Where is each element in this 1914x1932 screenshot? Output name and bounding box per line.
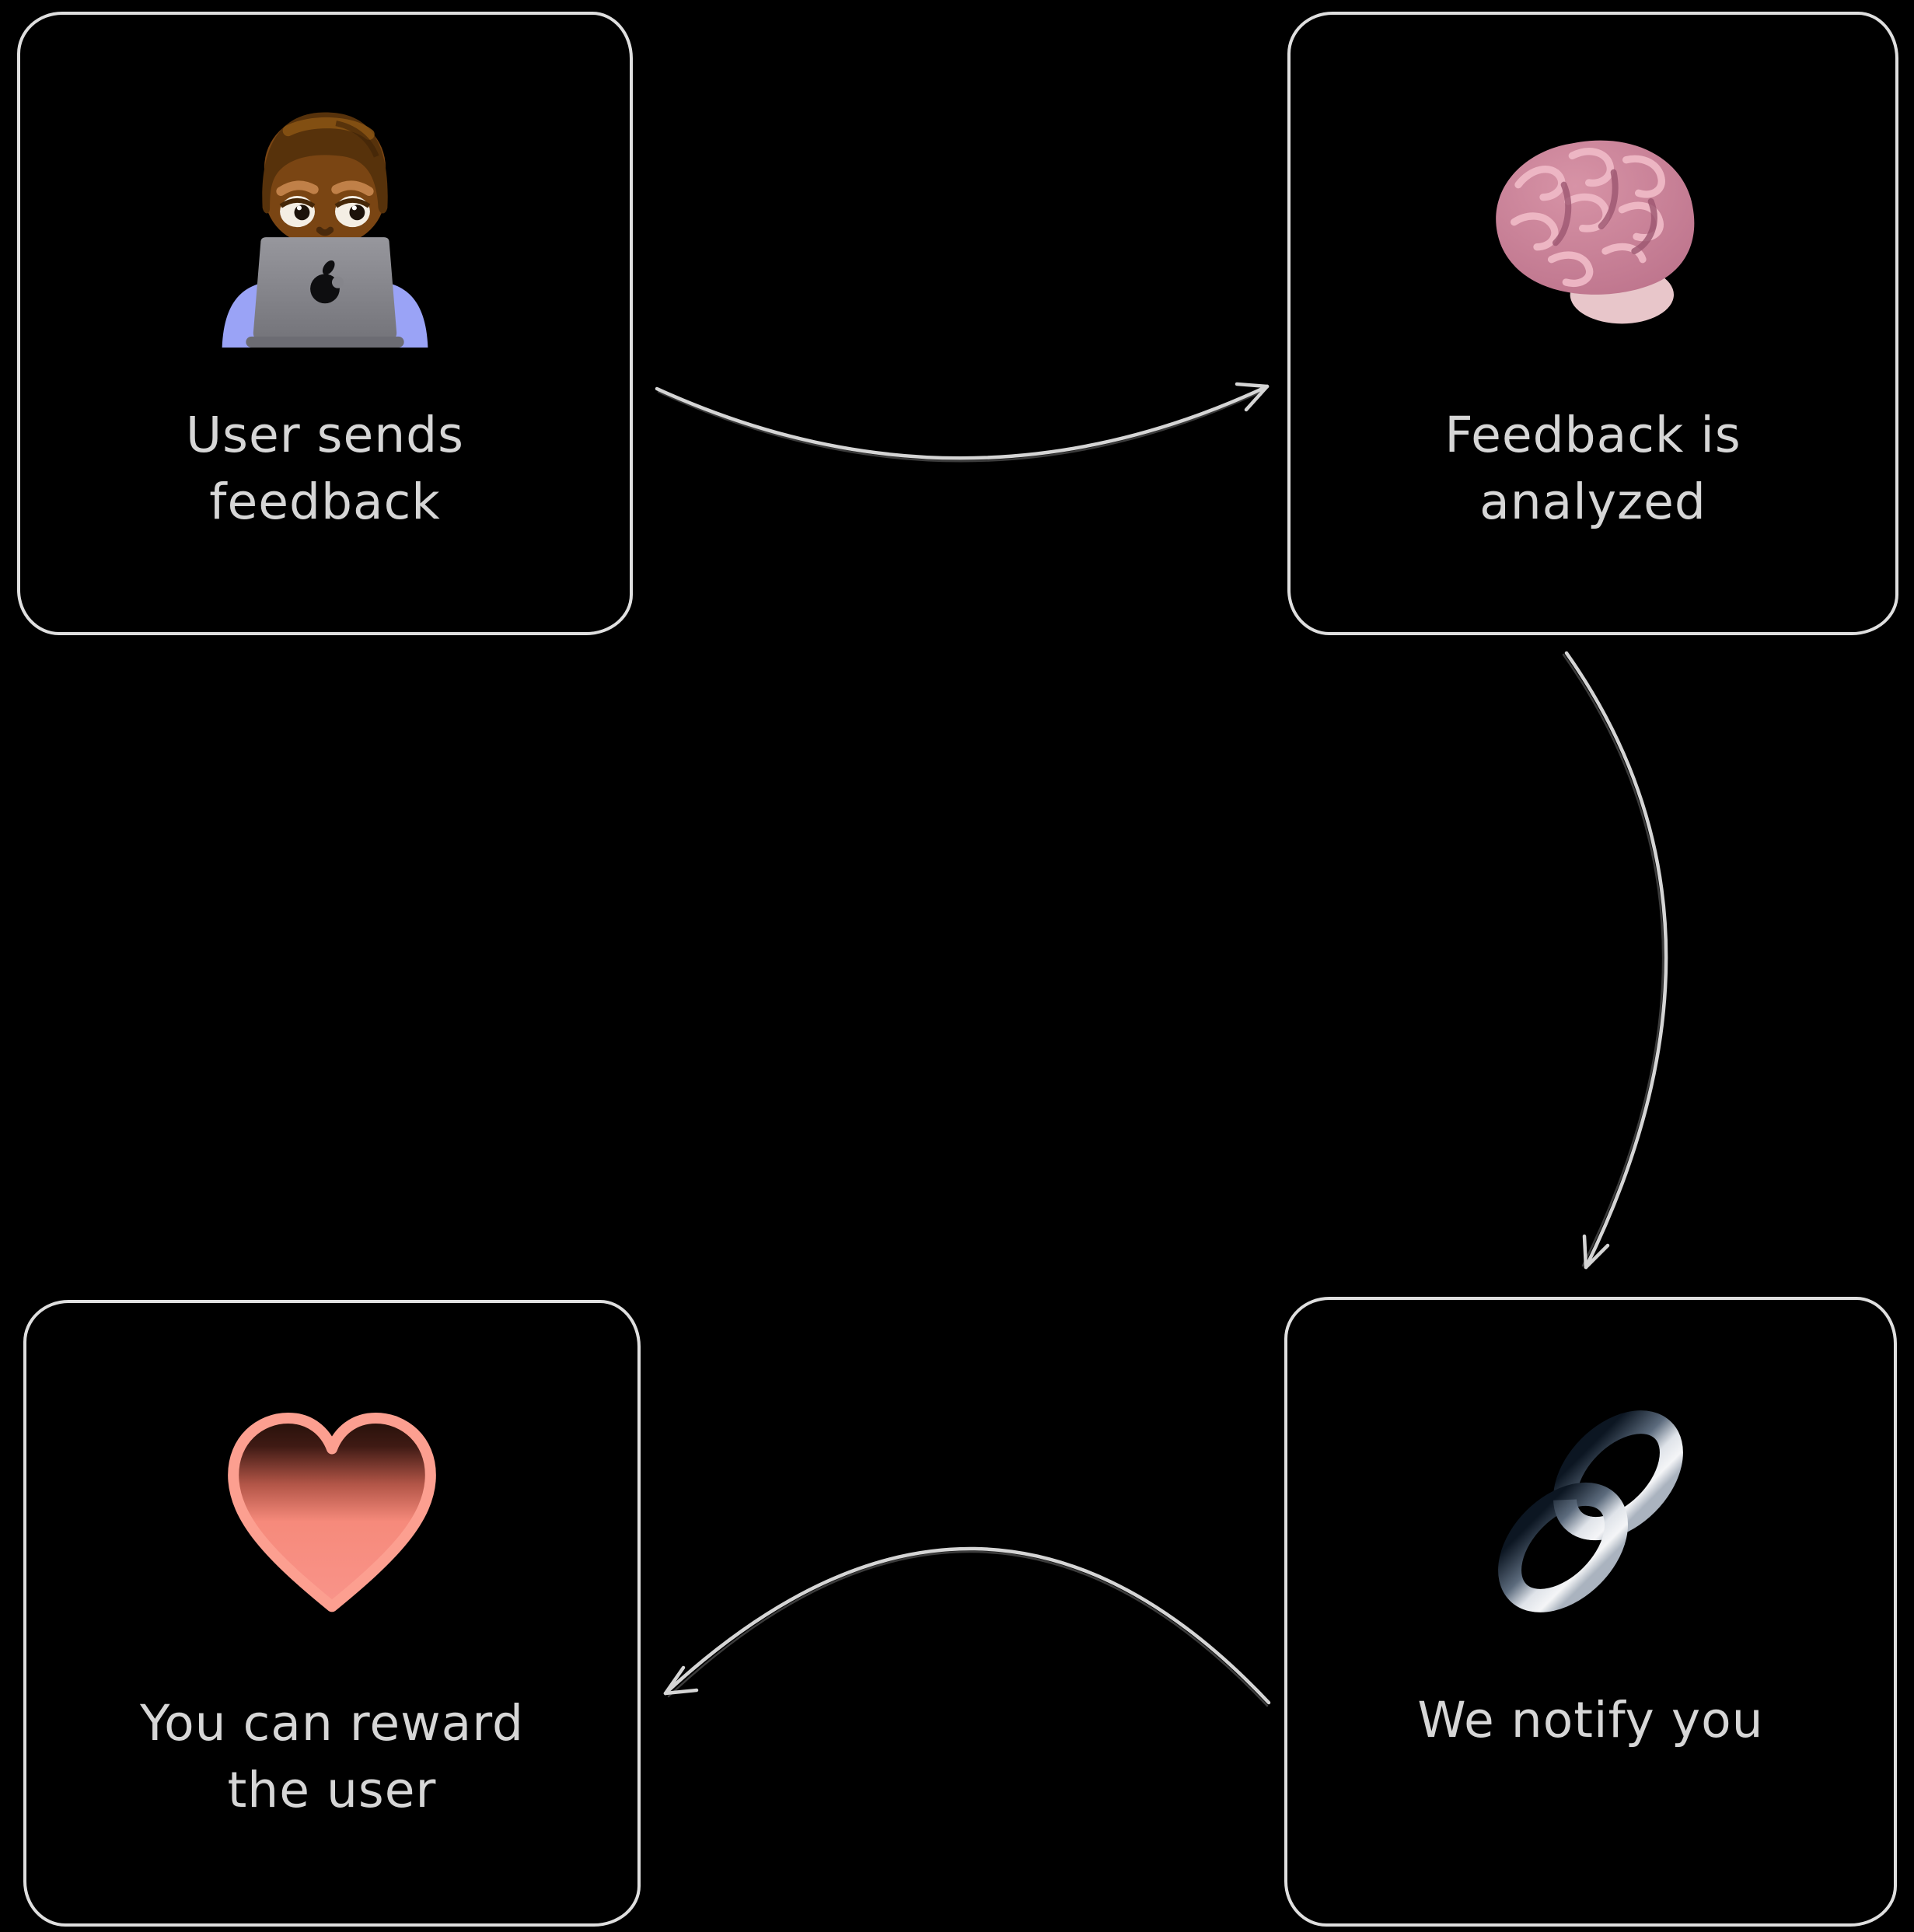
link-icon-wrap	[1470, 1390, 1711, 1633]
brain-icon-wrap	[1469, 105, 1717, 348]
node-user-sends-feedback: User sends feedback	[17, 12, 633, 635]
caption-line-2: the user	[227, 1761, 437, 1818]
link-icon	[1498, 1410, 1683, 1612]
node-caption: You can reward the user	[140, 1690, 524, 1823]
arrow-analysis-to-notify	[1562, 651, 1668, 1270]
node-caption: User sends feedback	[186, 402, 464, 535]
technologist-icon-wrap	[212, 105, 438, 348]
caption-line-1: We notify you	[1417, 1692, 1764, 1749]
node-feedback-is-analyzed: Feedback is analyzed	[1287, 12, 1898, 635]
caption-line-2: feedback	[209, 473, 441, 530]
arrow-user-to-analysis	[655, 382, 1270, 463]
heart-icon	[228, 1412, 436, 1612]
technologist-icon	[222, 112, 428, 348]
caption-line-2: analyzed	[1479, 473, 1706, 530]
node-caption: Feedback is analyzed	[1444, 402, 1741, 535]
caption-line-1: User sends	[186, 407, 464, 463]
arrow-notify-to-reward	[663, 1546, 1271, 1707]
caption-line-1: You can reward	[139, 1695, 524, 1752]
node-we-notify-you: We notify you	[1284, 1297, 1897, 1927]
node-caption: We notify you	[1417, 1687, 1763, 1754]
caption-line-1: Feedback is	[1444, 407, 1741, 463]
heart-icon-wrap	[211, 1393, 452, 1636]
brain-icon	[1496, 140, 1695, 324]
node-you-can-reward-the-user: You can reward the user	[23, 1300, 641, 1927]
